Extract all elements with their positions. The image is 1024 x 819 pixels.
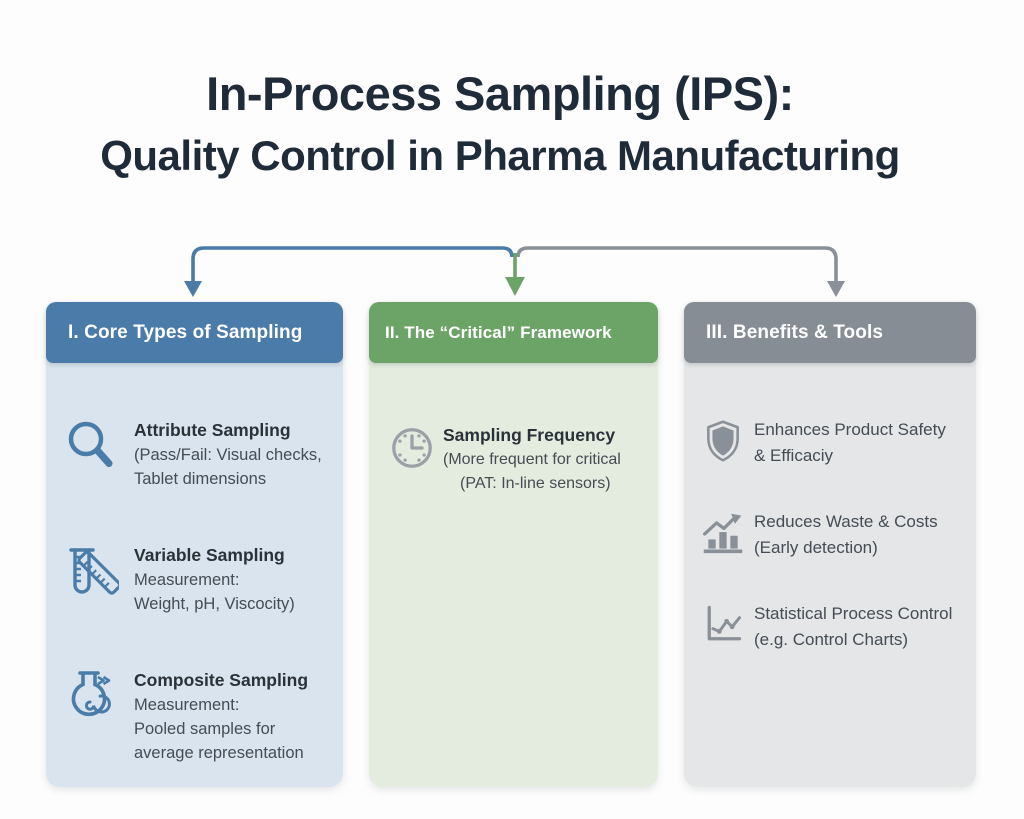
list-item-statistical-process-control: Statistical Process Control (e.g. Contro… (700, 601, 970, 653)
list-item-sampling-frequency: Sampling Frequency (More frequent for cr… (387, 423, 652, 496)
item-line: Statistical Process Control (754, 604, 953, 623)
item-line: Weight, pH, Viscocity) (134, 595, 295, 613)
column-header-benefits-tools: III. Benefits & Tools (684, 302, 976, 363)
item-line: (e.g. Control Charts) (754, 630, 908, 649)
item-line: Tablet dimensions (134, 470, 267, 488)
item-line: Measurement: (134, 696, 240, 714)
item-title: Variable Sampling (134, 545, 285, 565)
list-item-composite-sampling: Composite Sampling Measurement: Pooled s… (62, 668, 335, 765)
item-line: average representation (134, 744, 304, 762)
item-title: Attribute Sampling (134, 420, 291, 440)
list-item-variable-sampling: Variable Sampling Measurement: Weight, p… (62, 543, 335, 616)
column-benefits-tools: III. Benefits & Tools Enhances Product S… (684, 302, 976, 787)
item-line: Pooled samples for (134, 720, 276, 738)
bar-chart-growth-icon (700, 509, 746, 557)
item-title: Sampling Frequency (443, 425, 616, 445)
column-body-critical-framework: Sampling Frequency (More frequent for cr… (369, 363, 658, 787)
item-line: Reduces Waste & Costs (754, 512, 938, 531)
column-header-core-types: I. Core Types of Sampling (46, 302, 343, 363)
shield-icon (700, 417, 746, 465)
branch-connector (184, 246, 845, 297)
column-critical-framework: II. The “Critical” Framework Sampl (369, 302, 658, 787)
flask-swirl-icon (62, 668, 120, 724)
list-item-product-safety: Enhances Product Safety & Efficaciy (700, 417, 970, 469)
title-block: In-Process Sampling (IPS): Quality Contr… (0, 62, 1000, 186)
item-line: (PAT: In-line sensors) (460, 475, 611, 492)
item-line: (Early detection) (754, 538, 878, 557)
column-core-types-of-sampling: I. Core Types of Sampling Attribute Samp… (46, 302, 343, 787)
column-body-benefits-tools: Enhances Product Safety & Efficaciy Redu… (684, 363, 976, 787)
item-line: Measurement: (134, 571, 240, 589)
magnifier-icon (62, 418, 120, 474)
list-item-reduces-waste: Reduces Waste & Costs (Early detection) (700, 509, 970, 561)
column-body-core-types: Attribute Sampling (Pass/Fail: Visual ch… (46, 363, 343, 787)
item-line: Enhances Product Safety (754, 420, 946, 439)
item-title: Composite Sampling (134, 670, 309, 690)
column-header-critical-framework: II. The “Critical” Framework (369, 302, 658, 363)
test-tube-ruler-icon (62, 543, 120, 599)
item-line: (Pass/Fail: Visual checks, (134, 446, 322, 464)
item-line: (More frequent for critical (443, 451, 621, 468)
page-subtitle: Quality Control in Pharma Manufacturing (100, 132, 900, 179)
clock-icon (387, 425, 437, 471)
control-chart-icon (700, 601, 746, 649)
item-line: & Efficaciy (754, 446, 834, 465)
page-title: In-Process Sampling (IPS): (206, 67, 794, 120)
list-item-attribute-sampling: Attribute Sampling (Pass/Fail: Visual ch… (62, 418, 335, 491)
